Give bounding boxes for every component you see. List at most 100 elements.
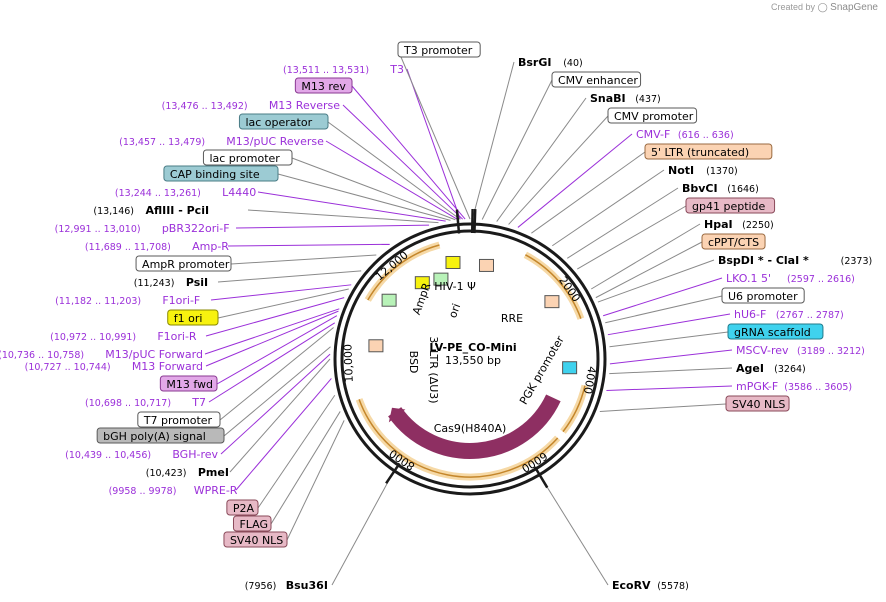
svg-text:bGH poly(A) signal: bGH poly(A) signal	[103, 430, 206, 443]
svg-text:(2250): (2250)	[742, 220, 774, 231]
L-label-cap-binding-site: CAP binding site	[163, 165, 279, 182]
leader-line	[607, 313, 731, 336]
svg-text:(3189 .. 3212): (3189 .. 3212)	[797, 346, 865, 357]
hiv-box	[478, 258, 494, 272]
leader-line	[606, 385, 733, 391]
svg-text:(10,423): (10,423)	[146, 468, 187, 479]
svg-text:WPRE-R: WPRE-R	[194, 484, 238, 497]
leader-line	[220, 353, 331, 455]
R-label-lko-1-5: LKO.1 5'(2597 .. 2616)	[726, 272, 855, 285]
svg-text:L4440: L4440	[222, 186, 256, 199]
svg-text:PsiI: PsiI	[186, 276, 208, 289]
L-label-m13-puc-forward: M13/pUC Forward(10,736 .. 10,758)	[0, 348, 203, 361]
snapgene-brand-name: SnapGene	[830, 2, 878, 13]
svg-text:Amp-R: Amp-R	[192, 240, 229, 253]
R-label-bbvci: BbvCI(1646)	[682, 182, 759, 195]
L-label-afliii-pcii: AflIII - PciI(13,146)	[93, 204, 209, 217]
svg-text:NotI: NotI	[668, 164, 694, 177]
L-label-m13-fwd: M13 fwd	[159, 375, 218, 392]
L-label-f1ori-r: F1ori-R(10,972 .. 10,991)	[50, 330, 197, 343]
R-label-snabi: SnaBI(437)	[590, 92, 661, 105]
svg-text:(3586 .. 3605): (3586 .. 3605)	[784, 382, 852, 393]
svg-text:T3 promoter: T3 promoter	[403, 44, 473, 57]
svg-text:T7: T7	[191, 396, 206, 409]
svg-text:M13 Forward: M13 Forward	[132, 360, 203, 373]
L-label-t7: T7(10,698 .. 10,717)	[85, 396, 206, 409]
tick-label-4000: 4000	[581, 365, 599, 395]
svg-text:BbvCI: BbvCI	[682, 182, 718, 195]
R-label-mscv-rev: MSCV-rev(3189 .. 3212)	[736, 344, 865, 357]
svg-text:(12,991 .. 13,010): (12,991 .. 13,010)	[55, 224, 141, 235]
svg-text:U6 promoter: U6 promoter	[728, 290, 798, 303]
svg-text:M13/pUC Forward: M13/pUC Forward	[105, 348, 203, 361]
R-label-t3-promoter: T3 promoter	[397, 41, 481, 58]
leader-line	[552, 169, 665, 247]
cut-mark-mark	[455, 209, 461, 234]
leader-line	[205, 310, 339, 367]
L-label-bgh-poly-a-signal: bGH poly(A) signal	[96, 427, 225, 444]
L-label-psii: PsiI(11,243)	[134, 276, 208, 289]
svg-text:(7956): (7956)	[245, 581, 277, 592]
feature-arcs	[355, 209, 589, 489]
leader-line	[235, 224, 430, 229]
cas9-arrow	[388, 394, 561, 459]
svg-text:LKO.1 5': LKO.1 5'	[726, 272, 771, 285]
cas9-arrow-head	[388, 407, 406, 423]
L-label-lac-operator: lac operator	[238, 113, 329, 130]
inner-label-ampr: AmpR	[410, 281, 434, 317]
leader-line	[597, 259, 715, 303]
leader-line	[605, 295, 723, 324]
L-label-m13-reverse: M13 Reverse(13,476 .. 13,492)	[162, 99, 341, 112]
R-label-agei: AgeI(3264)	[736, 362, 806, 375]
leader-line	[229, 358, 331, 473]
L-label-p2a: P2A	[226, 499, 259, 516]
svg-text:P2A: P2A	[233, 502, 255, 515]
svg-text:PmeI: PmeI	[198, 466, 229, 479]
L-label-bsu36i: Bsu36I (7956)	[245, 579, 328, 592]
leader-line	[609, 331, 729, 348]
L-label-t3: T3(13,511 .. 13,531)	[283, 63, 404, 76]
svg-text:mPGK-F: mPGK-F	[736, 380, 778, 393]
svg-text:(10,439 .. 10,456): (10,439 .. 10,456)	[65, 450, 151, 461]
cut-mark-ecorv	[533, 466, 549, 489]
svg-text:AmpR promoter: AmpR promoter	[142, 258, 230, 271]
svg-text:(11,689 .. 11,708): (11,689 .. 11,708)	[85, 242, 171, 253]
inner-label-pgk-promoter: PGK promoter	[517, 333, 567, 407]
leader-line	[602, 277, 723, 317]
svg-text:cPPT/CTS: cPPT/CTS	[708, 236, 759, 249]
R-label-hu6-f: hU6-F(2767 .. 2787)	[734, 308, 844, 321]
leader-line	[566, 187, 679, 259]
leader-line	[397, 49, 471, 220]
svg-text:AgeI: AgeI	[736, 362, 764, 375]
R-label-bspdi-clai: BspDI * - ClaI *(2373)	[718, 254, 872, 267]
inner-label-ori: ori	[446, 302, 463, 320]
leader-line	[257, 191, 446, 222]
L-label-bgh-rev: BGH-rev(10,439 .. 10,456)	[65, 448, 218, 461]
inner-label-hiv-1: HIV-1 Ψ	[434, 280, 476, 293]
arc-pgk-line	[562, 385, 586, 433]
svg-text:CMV enhancer: CMV enhancer	[558, 74, 638, 87]
leader-line	[247, 209, 439, 224]
R-label-gp41-peptide: gp41 peptide	[685, 197, 776, 214]
svg-text:lac promoter: lac promoter	[209, 152, 280, 165]
leader-line	[342, 104, 464, 220]
leader-line	[217, 288, 349, 319]
svg-text:pBR322ori-F: pBR322ori-F	[162, 222, 230, 235]
leader-line	[576, 205, 687, 270]
leader-line	[210, 284, 352, 301]
L-label-pbr322ori-f: pBR322ori-F (12,991 .. 13,010)	[55, 222, 230, 235]
svg-text:Bsu36I: Bsu36I	[286, 579, 328, 592]
leader-line	[517, 133, 633, 228]
ampr-green-2	[381, 293, 397, 307]
leader-lines	[204, 49, 733, 586]
svg-text:lac operator: lac operator	[245, 116, 312, 129]
inner-label-3-ltr-u3: 3' LTR (ΔU3)	[427, 336, 440, 403]
leader-line	[205, 297, 345, 337]
svg-text:(13,511 .. 13,531): (13,511 .. 13,531)	[283, 65, 369, 76]
svg-text:(13,457 .. 13,479): (13,457 .. 13,479)	[119, 137, 205, 148]
svg-text:FLAG: FLAG	[239, 518, 268, 531]
leader-line	[471, 61, 515, 220]
L-label-m13-puc-reverse: M13/pUC Reverse(13,457 .. 13,479)	[119, 135, 324, 148]
svg-text:(10,972 .. 10,991): (10,972 .. 10,991)	[50, 332, 136, 343]
